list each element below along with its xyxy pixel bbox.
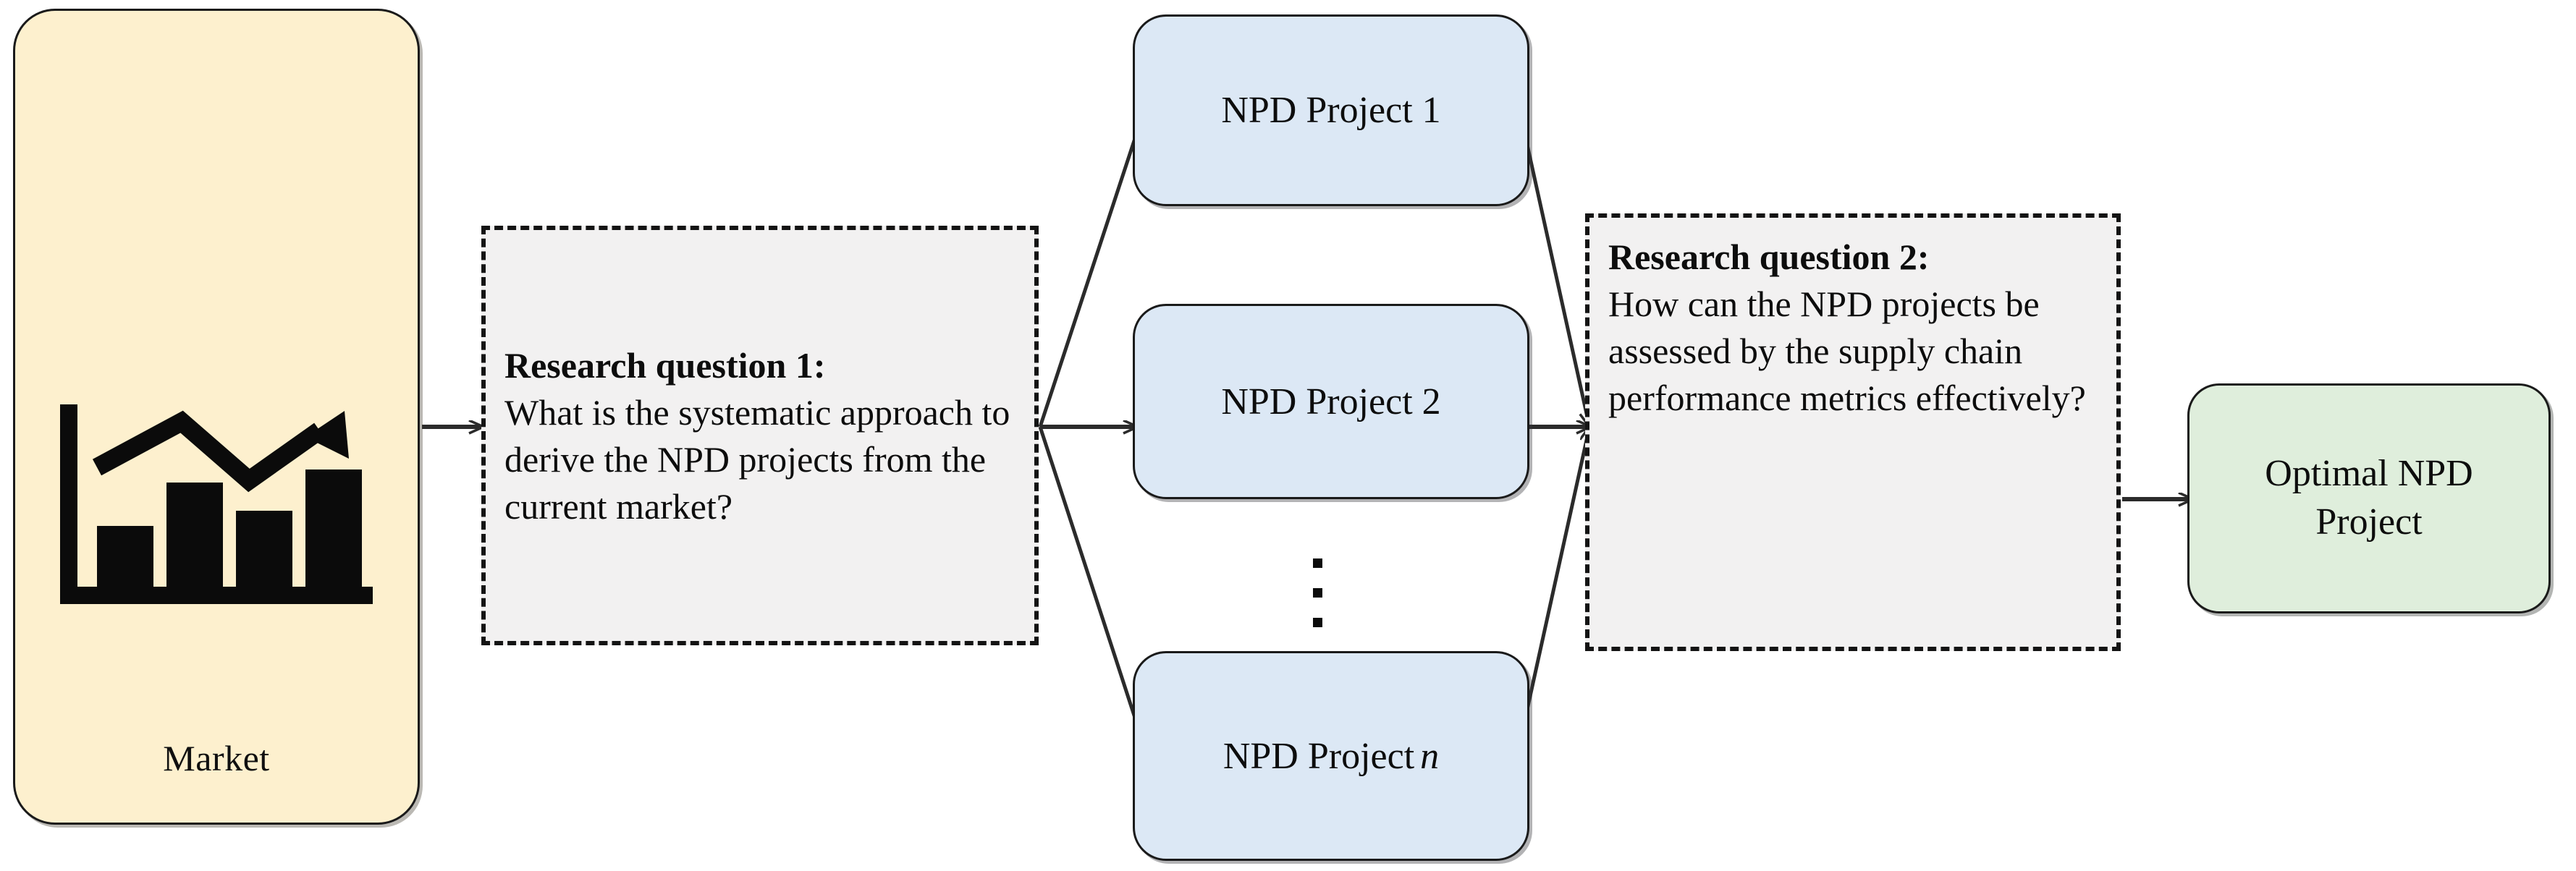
research-question-2-body: How can the NPD projects be assessed by … — [1608, 284, 2086, 418]
npd-project-n-node[interactable]: NPD Project n — [1133, 651, 1529, 861]
bar-chart-trend-up-icon — [60, 404, 373, 604]
market-label: Market — [163, 738, 270, 778]
research-question-1-box[interactable]: Research question 1: What is the systema… — [481, 226, 1039, 645]
research-question-2-title: Research question 2: — [1608, 237, 1930, 277]
ellipsis-dot — [1312, 618, 1322, 627]
optimal-npd-project-label-line1: Optimal NPD — [2265, 453, 2473, 495]
npd-project-2-node[interactable]: NPD Project 2 — [1133, 304, 1529, 499]
npd-project-1-node[interactable]: NPD Project 1 — [1133, 14, 1529, 206]
edge-rq1-to-npdn — [1038, 426, 1145, 749]
vertical-ellipsis-icon — [1303, 558, 1332, 627]
optimal-npd-project-label-line2: Project — [2315, 501, 2423, 543]
research-question-2-box[interactable]: Research question 2: How can the NPD pro… — [1585, 213, 2121, 651]
edge-rq1-to-npd1 — [1038, 112, 1144, 428]
npd-project-2-label: NPD Project 2 — [1221, 381, 1441, 422]
npd-project-n-index: n — [1420, 735, 1440, 777]
edge-npd1-to-rq2 — [1518, 111, 1589, 427]
npd-project-1-label: NPD Project 1 — [1221, 90, 1441, 131]
research-question-1-title: Research question 1: — [504, 345, 826, 386]
ellipsis-dot — [1312, 588, 1322, 598]
research-question-1-body: What is the systematic approach to deriv… — [504, 392, 1010, 527]
ellipsis-dot — [1312, 558, 1322, 568]
optimal-npd-project-node[interactable]: Optimal NPD Project — [2187, 383, 2551, 613]
npd-project-n-label: NPD Project — [1222, 735, 1415, 777]
market-node[interactable]: Market — [13, 9, 420, 825]
